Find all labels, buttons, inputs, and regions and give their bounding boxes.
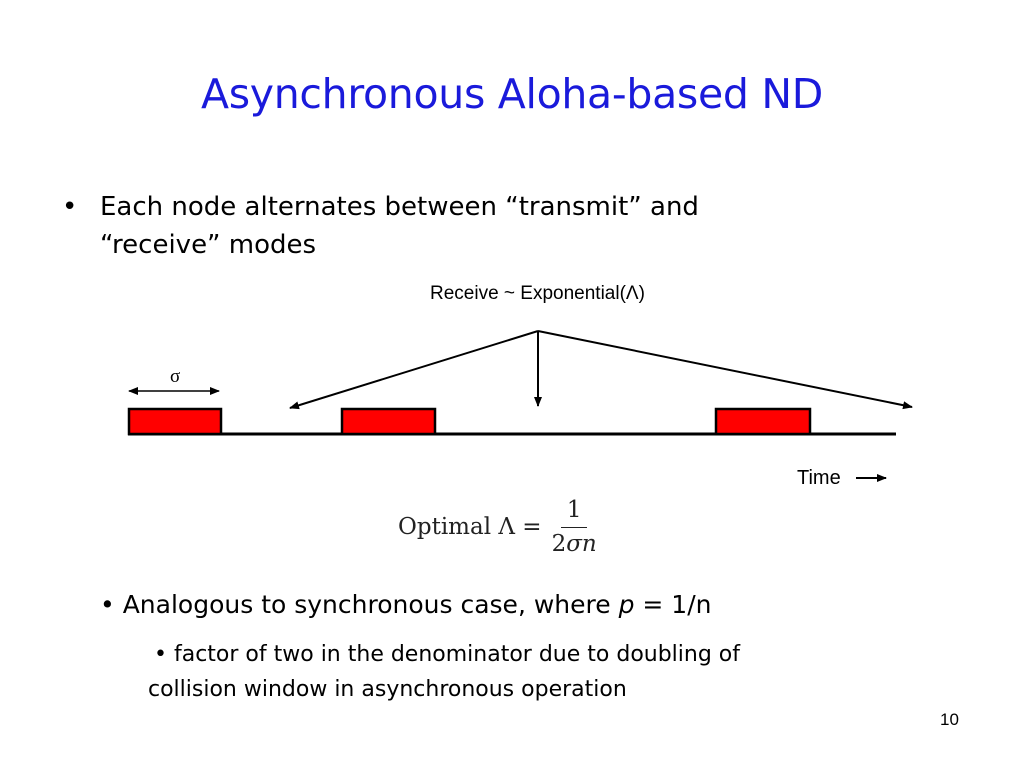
transmit-slot-1	[127, 407, 223, 436]
bullet-marker: •	[154, 642, 167, 667]
formula-denominator-vars: σn	[566, 531, 597, 557]
bullet-marker: •	[100, 590, 115, 619]
transmit-slot-2	[340, 407, 437, 436]
page-number: 10	[940, 710, 959, 729]
sigma-label: σ	[170, 366, 181, 387]
receive-arrow-left	[289, 330, 539, 410]
bullet-text-line1: factor of two in the denominator due to …	[166, 642, 741, 667]
bullet-var-p: p	[618, 590, 635, 619]
bullet-text-line2: collision window in asynchronous operati…	[148, 677, 627, 702]
bullet-prefix: Analogous to synchronous case, where	[122, 590, 619, 619]
formula-lhs: Optimal Λ =	[398, 514, 542, 540]
bullet-text-line2: “receive” modes	[100, 230, 317, 260]
slide-title: Asynchronous Aloha-based ND	[200, 70, 824, 118]
formula-denominator-prefix: 2	[551, 531, 567, 557]
bullet-marker: •	[62, 192, 78, 222]
receive-arrow-right	[537, 330, 913, 410]
formula-fraction: 1 2σn	[552, 497, 597, 557]
bullet-factor-of-two: • factor of two in the denominator due t…	[148, 637, 868, 707]
time-label: Time	[797, 467, 841, 489]
bullet-suffix: = 1/n	[634, 590, 712, 619]
transmit-slot-3	[714, 407, 812, 436]
bullet-analogous: • Analogous to synchronous case, where p…	[100, 590, 711, 619]
bullet-text-line1: Each node alternates between “transmit” …	[100, 192, 699, 222]
optimal-lambda-formula: Optimal Λ = 1 2σn	[398, 492, 597, 562]
formula-denominator: 2σn	[552, 528, 597, 557]
formula-numerator: 1	[560, 497, 588, 528]
receive-distribution-label: Receive ~ Exponential(Λ)	[430, 283, 645, 304]
